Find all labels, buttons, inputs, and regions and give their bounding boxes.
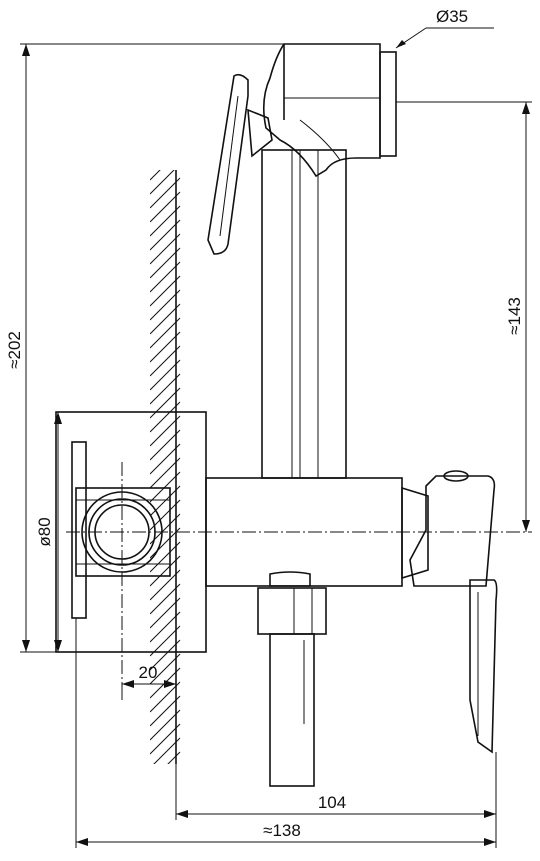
hatch-line [150,303,181,335]
bidet-sprayer-head[interactable] [262,43,397,178]
body-collar [401,486,429,580]
hatch-line [150,485,181,517]
hatch-line [150,457,181,489]
hatch-line [150,275,181,307]
hatch-line [150,387,181,419]
hatch-line [150,723,181,755]
hatch-line [150,583,181,615]
dim-body-length-label: 104 [318,793,346,812]
hatch-line [150,191,181,223]
hatch-line [150,359,181,391]
hatch-line [150,401,181,433]
hatch-line [150,177,181,209]
dim-hose-diameter-label: Ø35 [436,7,468,26]
hatch-line [150,233,181,265]
hatch-line [150,247,181,279]
lever-handle[interactable] [409,470,498,754]
hatch-line [150,541,181,573]
wall-hatching [150,170,181,764]
dim-total-length: ≈138 [75,618,497,848]
hatch-line [150,429,181,461]
hatch-line [150,709,181,741]
hose-connector [257,571,327,787]
hatch-line [150,415,181,447]
hatch-line [150,205,181,237]
dim-depth-label: 20 [139,663,158,682]
hatch-line [150,555,181,587]
dim-total-height: ≈202 [5,43,284,653]
sprayer-trigger[interactable] [207,73,273,255]
hatch-line [150,597,181,629]
dim-total-height-label: ≈202 [5,331,24,369]
hatch-line [150,261,181,293]
hatch-line [150,170,161,181]
hatch-line [167,751,181,764]
holder-rail [261,149,347,479]
hatch-line [150,639,181,671]
dim-flange-diameter: ø80 [35,412,62,652]
dim-flange-diameter-label: ø80 [35,517,54,546]
dim-total-length-label: ≈138 [263,821,301,840]
hatch-line [150,317,181,349]
hatch-line [150,625,181,657]
dim-hose-diameter: Ø35 [395,7,494,49]
hatch-line [150,681,181,713]
hatch-line [150,289,181,321]
hatch-line [153,737,181,764]
hatch-line [150,345,181,377]
dim-handle-height: ≈143 [396,101,532,532]
hatch-line [150,373,181,405]
hatch-line [150,170,175,195]
hatch-line [150,527,181,559]
hatch-line [150,611,181,643]
hatch-line [150,695,181,727]
hatch-line [150,443,181,475]
dim-depth: 20 [121,663,176,700]
hatch-line [150,653,181,685]
hatch-line [150,569,181,601]
dim-handle-height-label: ≈143 [505,297,524,335]
hatch-line [150,331,181,363]
dim-body-length: 104 [175,752,497,820]
hatch-line [150,471,181,503]
hatch-line [150,219,181,251]
